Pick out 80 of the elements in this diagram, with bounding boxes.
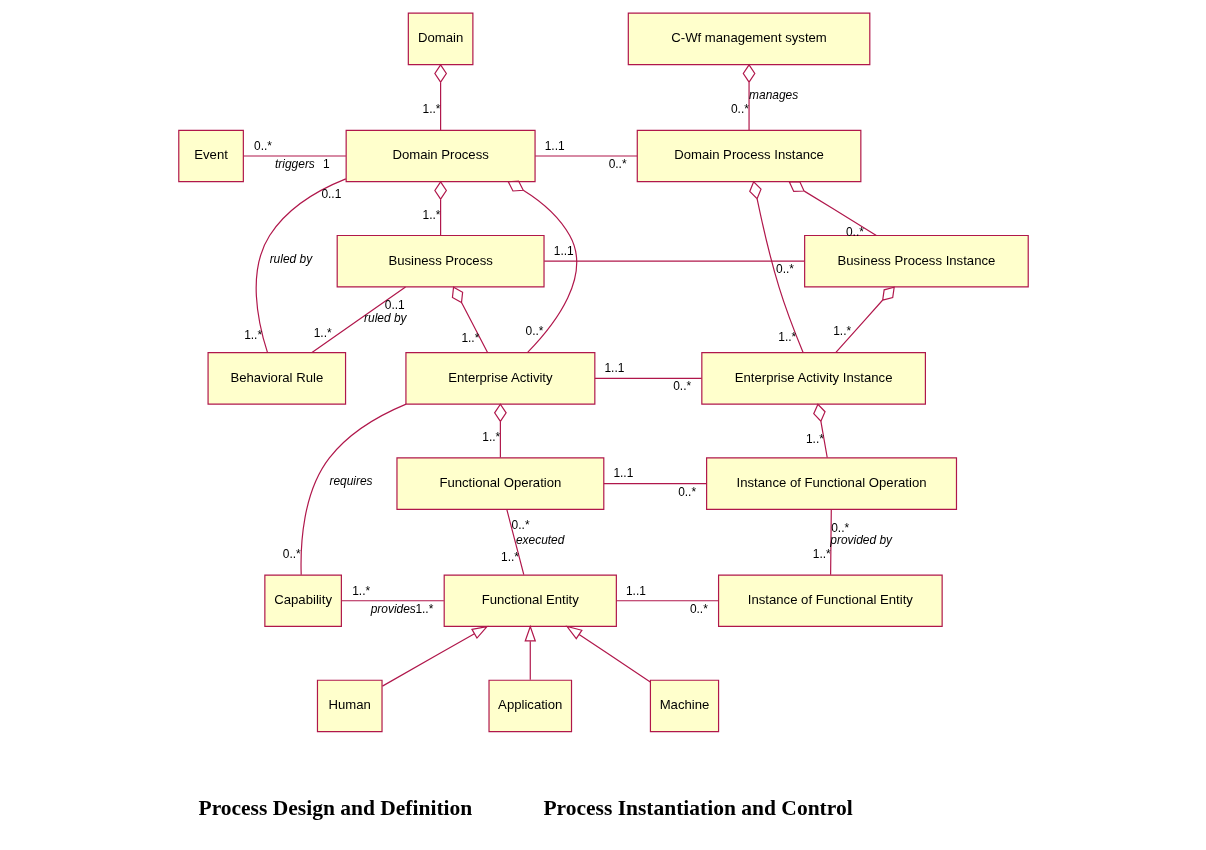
label: 0..* bbox=[608, 157, 627, 172]
connector bbox=[742, 63, 756, 131]
node-box: Behavioral Rule bbox=[206, 352, 346, 405]
node-box: Enterprise Activity bbox=[404, 352, 595, 405]
node-box: Human bbox=[316, 679, 383, 733]
connector bbox=[615, 600, 719, 602]
connector bbox=[812, 403, 828, 459]
node-box: Instance of Functional Entity bbox=[717, 574, 943, 628]
label: 0..1 bbox=[320, 186, 341, 201]
label: 0..* bbox=[511, 518, 530, 533]
label: 1..* bbox=[481, 429, 500, 444]
label: 0..* bbox=[525, 323, 543, 338]
label: 1..1 bbox=[625, 583, 646, 598]
connector bbox=[433, 63, 447, 131]
connector bbox=[493, 403, 507, 459]
node-box: Enterprise Activity Instance bbox=[700, 352, 926, 405]
label: 1..1 bbox=[544, 138, 565, 153]
label: 0..* bbox=[677, 484, 696, 499]
connector bbox=[829, 509, 832, 576]
node-box: Functional Operation bbox=[395, 457, 604, 510]
edge-label: requires bbox=[328, 474, 373, 489]
connector bbox=[451, 286, 488, 353]
label: 0..* bbox=[689, 601, 708, 616]
arrow bbox=[523, 624, 536, 681]
connector bbox=[602, 482, 707, 485]
node-box: Instance of Functional Operation bbox=[705, 457, 957, 510]
node-box: Event bbox=[177, 129, 244, 183]
connector bbox=[433, 180, 447, 236]
label: 0..* bbox=[775, 262, 794, 277]
label: 1..* bbox=[777, 329, 796, 344]
connector bbox=[505, 509, 524, 576]
label: 1..* bbox=[460, 331, 479, 346]
label: 1..* bbox=[422, 102, 440, 117]
label: 1..* bbox=[832, 323, 851, 338]
connector bbox=[299, 403, 407, 576]
connector bbox=[788, 181, 877, 236]
edge-label: ruled by bbox=[363, 310, 407, 325]
arrow bbox=[565, 625, 651, 683]
connector bbox=[340, 600, 444, 602]
edge-label: triggers bbox=[274, 156, 315, 171]
label: 1..* bbox=[243, 328, 262, 343]
node-box: Domain Process bbox=[345, 129, 536, 183]
connector bbox=[593, 377, 702, 379]
connector bbox=[543, 260, 805, 262]
edge-label: provides bbox=[370, 601, 416, 616]
connector bbox=[748, 180, 804, 354]
node-box: Business Process bbox=[336, 234, 545, 288]
connector bbox=[242, 155, 346, 157]
label: Process Design and Definition bbox=[198, 796, 472, 821]
label: 1..* bbox=[805, 431, 824, 446]
connector bbox=[506, 180, 577, 353]
node-box: Domain Process Instance bbox=[636, 129, 861, 183]
label: 0..* bbox=[282, 547, 301, 562]
label: 1..* bbox=[351, 583, 370, 598]
label: 1..1 bbox=[612, 466, 633, 481]
node-box: Functional Entity bbox=[443, 574, 617, 628]
node-box: Machine bbox=[649, 679, 719, 733]
label: 1..1 bbox=[553, 244, 574, 259]
arrow bbox=[381, 625, 489, 687]
label: 1..* bbox=[422, 207, 440, 222]
edge-label: ruled by bbox=[269, 252, 312, 266]
label: 0..* bbox=[730, 102, 749, 117]
label: 1..* bbox=[500, 550, 519, 565]
connector bbox=[534, 155, 638, 157]
node-box: Application bbox=[487, 679, 572, 733]
node-box: Domain bbox=[407, 12, 473, 66]
connector bbox=[310, 286, 406, 354]
label: 0..1 bbox=[384, 297, 405, 312]
node-box: Capability bbox=[263, 574, 342, 628]
label: 0..* bbox=[253, 138, 272, 153]
edge-label: executed bbox=[515, 532, 564, 547]
label: 1..* bbox=[414, 601, 433, 616]
connector bbox=[255, 178, 346, 354]
node-box: C-Wf management system bbox=[627, 12, 870, 66]
label: 1..* bbox=[313, 325, 332, 340]
connector bbox=[834, 286, 895, 353]
label: 1..1 bbox=[603, 361, 624, 376]
label: Process Instantiation and Control bbox=[542, 796, 853, 821]
label: 0..* bbox=[672, 379, 691, 394]
label: 1 bbox=[322, 157, 330, 172]
